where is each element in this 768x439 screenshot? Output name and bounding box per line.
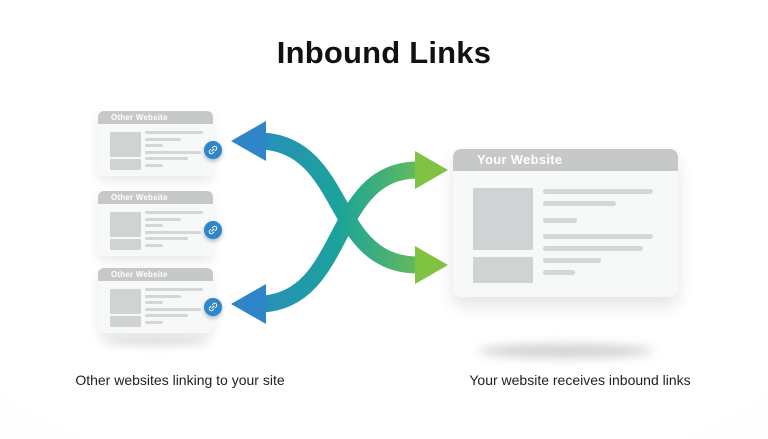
text-line-placeholder xyxy=(145,217,181,221)
other-website-card: Other Website xyxy=(98,268,222,333)
image-placeholder xyxy=(110,289,141,314)
text-line-placeholder xyxy=(145,224,163,227)
text-line-placeholder xyxy=(543,189,653,194)
right-caption: Your website receives inbound links xyxy=(469,372,691,388)
image-placeholder xyxy=(110,132,141,157)
arrowhead-right-top-icon xyxy=(415,151,448,189)
text-line-placeholder xyxy=(145,157,188,160)
text-line-placeholder xyxy=(145,137,181,141)
text-line-placeholder xyxy=(145,320,163,324)
arrowhead-right-bottom-icon xyxy=(415,246,448,284)
text-line-placeholder xyxy=(543,258,601,263)
crossing-arrow-top-to-bottom xyxy=(261,132,419,274)
text-line-placeholder xyxy=(145,150,201,154)
text-line-placeholder xyxy=(543,270,575,275)
ground-shadow-left xyxy=(102,337,210,347)
link-icon xyxy=(208,145,218,155)
image-placeholder xyxy=(110,316,141,327)
page-title: Inbound Links xyxy=(276,35,492,70)
text-line-placeholder xyxy=(145,301,163,304)
text-line-placeholder xyxy=(543,246,643,251)
other-website-card: Other Website xyxy=(98,111,222,176)
text-line-placeholder xyxy=(145,211,203,214)
crossing-arrow-bottom-to-top xyxy=(261,161,419,313)
text-placeholder-lines xyxy=(543,189,653,282)
text-placeholder-lines xyxy=(145,131,203,170)
text-line-placeholder xyxy=(145,307,201,311)
link-badge xyxy=(204,141,222,159)
image-placeholder xyxy=(110,212,141,237)
arrowhead-left-top-icon xyxy=(231,121,266,161)
link-icon xyxy=(208,302,218,312)
link-badge xyxy=(204,221,222,239)
card-header: Other Website xyxy=(98,191,213,204)
other-website-card: Other Website xyxy=(98,191,222,256)
text-line-placeholder xyxy=(145,314,188,317)
image-placeholder xyxy=(110,159,141,170)
ground-shadow-right xyxy=(478,344,653,358)
link-icon xyxy=(208,225,218,235)
text-line-placeholder xyxy=(145,163,163,167)
image-placeholder xyxy=(110,239,141,250)
text-line-placeholder xyxy=(145,294,181,298)
card-header: Your Website xyxy=(453,149,678,171)
link-badge xyxy=(204,298,222,316)
arrowhead-left-bottom-icon xyxy=(231,284,266,324)
image-placeholder xyxy=(473,257,533,283)
text-line-placeholder xyxy=(145,230,201,234)
your-website-card: Your Website xyxy=(453,149,678,297)
text-line-placeholder xyxy=(145,131,203,134)
text-line-placeholder xyxy=(543,234,653,239)
left-caption: Other websites linking to your site xyxy=(75,372,285,388)
text-line-placeholder xyxy=(543,201,616,206)
card-header: Other Website xyxy=(98,268,213,281)
image-placeholder xyxy=(473,188,533,250)
text-placeholder-lines xyxy=(145,288,203,327)
text-line-placeholder xyxy=(145,237,188,240)
text-line-placeholder xyxy=(145,288,203,291)
text-line-placeholder xyxy=(145,243,163,247)
text-line-placeholder xyxy=(145,144,163,147)
card-header: Other Website xyxy=(98,111,213,124)
text-line-placeholder xyxy=(543,218,577,223)
text-placeholder-lines xyxy=(145,211,203,250)
